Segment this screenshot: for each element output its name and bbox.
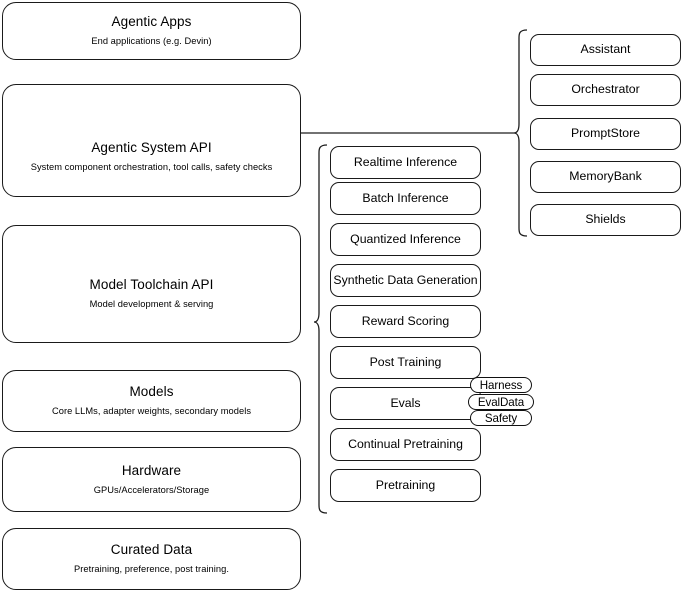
capability-batch-inference-label: Batch Inference [362,190,449,205]
evals-tag-harness[interactable]: Harness [470,377,532,393]
capability-continual-pretraining[interactable]: Continual Pretraining [330,428,481,461]
capability-quantized-inference[interactable]: Quantized Inference [330,223,481,256]
component-memorybank-label: MemoryBank [569,169,642,184]
layer-agentic-apps-title: Agentic Apps [111,14,192,30]
layer-models-title: Models [129,384,174,400]
capability-evals-label: Evals [390,395,421,410]
capability-quantized-inference-label: Quantized Inference [350,231,461,246]
layer-models-body: Models Core LLMs, adapter weights, secon… [52,384,251,417]
component-assistant-label: Assistant [580,42,631,57]
capability-reward-scoring[interactable]: Reward Scoring [330,305,481,338]
layer-model-toolchain-api-body: Model Toolchain API Model development & … [90,277,214,310]
capability-realtime-inference-label: Realtime Inference [353,154,458,169]
layer-model-toolchain-api-subtitle: Model development & serving [89,299,214,310]
evals-tag-evaldata[interactable]: EvalData [468,394,534,410]
layer-hardware-body: Hardware GPUs/Accelerators/Storage [94,463,209,496]
capability-batch-inference[interactable]: Batch Inference [330,182,481,215]
component-assistant[interactable]: Assistant [530,34,681,66]
layer-agentic-apps-body: Agentic Apps End applications (e.g. Devi… [91,14,211,47]
layer-agentic-system-api-subtitle: System component orchestration, tool cal… [30,161,273,172]
layer-model-toolchain-api[interactable]: Model Toolchain API Model development & … [2,225,301,343]
capability-post-training[interactable]: Post Training [330,346,481,379]
evals-tag-harness-label: Harness [479,378,523,392]
bracket-agentic-system-components [513,29,528,237]
layer-agentic-system-api[interactable]: Agentic System API System component orch… [2,84,301,197]
component-promptstore[interactable]: PromptStore [530,118,681,150]
capability-pretraining[interactable]: Pretraining [330,469,481,502]
component-orchestrator-label: Orchestrator [571,82,640,97]
layer-model-toolchain-api-title: Model Toolchain API [89,277,214,293]
capability-synthetic-data-generation[interactable]: Synthetic Data Generation [330,264,481,297]
layer-curated-data-title: Curated Data [110,542,193,558]
component-shields-label: Shields [585,212,626,227]
evals-tag-evaldata-label: EvalData [477,395,525,409]
evals-tag-safety-label: Safety [484,411,518,425]
layer-curated-data[interactable]: Curated Data Pretraining, preference, po… [2,528,301,590]
component-shields[interactable]: Shields [530,204,681,236]
capability-evals[interactable]: Evals [330,387,481,420]
layer-agentic-apps-subtitle: End applications (e.g. Devin) [91,36,212,47]
layer-agentic-system-api-body: Agentic System API System component orch… [31,140,273,173]
component-orchestrator[interactable]: Orchestrator [530,74,681,106]
component-memorybank[interactable]: MemoryBank [530,161,681,193]
capability-realtime-inference[interactable]: Realtime Inference [330,146,481,179]
layer-hardware-title: Hardware [121,462,182,478]
bracket-toolchain-capabilities [313,144,328,514]
capability-post-training-label: Post Training [369,354,442,369]
capability-synthetic-data-generation-label: Synthetic Data Generation [333,272,478,287]
layer-curated-data-subtitle: Pretraining, preference, post training. [74,564,229,575]
capability-pretraining-label: Pretraining [375,477,436,492]
component-promptstore-label: PromptStore [570,126,641,141]
layer-hardware[interactable]: Hardware GPUs/Accelerators/Storage [2,447,301,512]
layer-models-subtitle: Core LLMs, adapter weights, secondary mo… [51,406,252,417]
capability-reward-scoring-label: Reward Scoring [361,313,450,328]
capability-continual-pretraining-label: Continual Pretraining [348,436,463,451]
layer-agentic-apps[interactable]: Agentic Apps End applications (e.g. Devi… [2,2,301,60]
layer-agentic-system-api-title: Agentic System API [91,139,212,155]
layer-curated-data-body: Curated Data Pretraining, preference, po… [74,542,229,575]
layer-models[interactable]: Models Core LLMs, adapter weights, secon… [2,370,301,432]
evals-tag-safety[interactable]: Safety [470,410,532,426]
layer-hardware-subtitle: GPUs/Accelerators/Storage [93,484,210,495]
